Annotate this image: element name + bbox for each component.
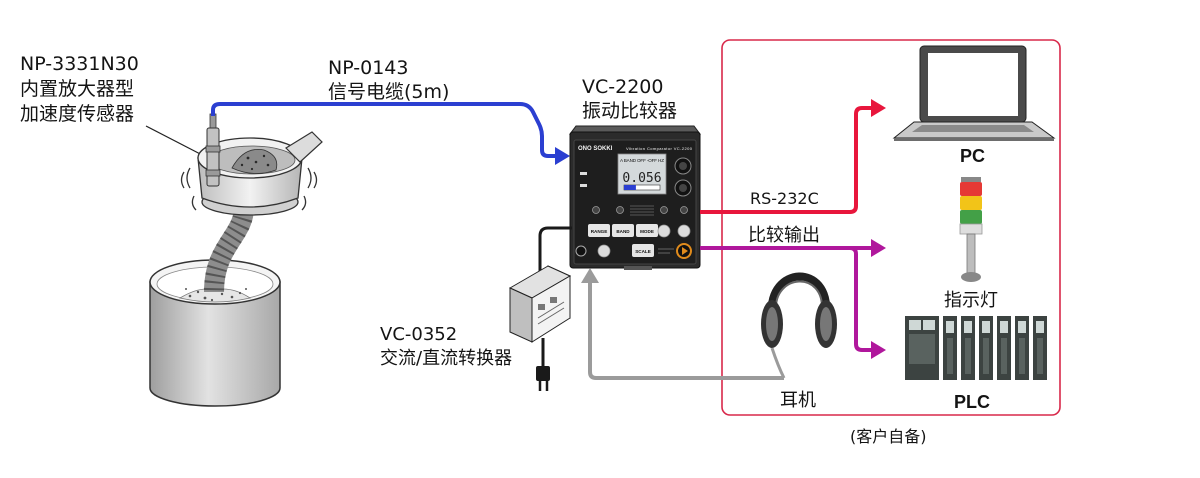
mode-button [636, 224, 658, 237]
range-button [588, 224, 610, 237]
round-button-left [657, 224, 671, 238]
rs232c-label: RS-232C [750, 189, 819, 208]
rs232c-line [700, 106, 872, 214]
ac-dc-adapter [508, 265, 572, 343]
indicator-label: 指示灯 [944, 290, 998, 311]
signal-cable-arrowhead [555, 147, 570, 165]
plc-label: PLC [954, 392, 990, 412]
scale-button-label: SCALE [635, 249, 651, 254]
status-led [580, 184, 587, 187]
headphones-label: 耳机 [780, 390, 816, 411]
audio-arrowhead [581, 268, 599, 283]
signal-cable-line [211, 102, 556, 158]
headphone-jack [575, 245, 587, 257]
sensor-desc-line2: 加速度传感器 [20, 103, 134, 125]
compare-output-arrowhead-top [871, 239, 886, 257]
adapter-model-label: VC-0352 [380, 324, 457, 345]
round-button-right [677, 224, 691, 238]
power-plug-icon [536, 366, 550, 391]
comparator-desc-label: 振动比较器 [582, 100, 677, 122]
sensor-leader-line [145, 125, 209, 159]
adapter-desc-label: 交流/直流转换器 [380, 348, 512, 369]
vc-2200-device: ONO SOKKI Vibration Comparator VC-2200 A… [569, 125, 701, 270]
sensor-desc-line1: 内置放大器型 [20, 78, 134, 100]
compare-output-label: 比较输出 [748, 225, 820, 246]
power-cable-to-device [538, 226, 572, 278]
plc-icon [905, 316, 1047, 380]
scale-button [632, 244, 654, 257]
panel-title: Vibration Comparator VC-2200 [626, 146, 693, 151]
compare-output-branch [849, 246, 872, 352]
display-status-line: A BAND OFF -OFF HZ [620, 158, 664, 163]
device-foot [624, 266, 652, 270]
alarm-led [580, 172, 587, 175]
customer-supplied-note: (客户自备) [850, 427, 927, 446]
band-button [612, 224, 634, 237]
vibrating-sieve-cup [197, 131, 323, 216]
cable-desc-label: 信号电缆(5m) [328, 81, 449, 103]
customer-equipment-box [721, 39, 1061, 416]
brand-logo: ONO SOKKI [578, 146, 613, 152]
signal-tower-icon [959, 177, 983, 282]
band-button-label: BAND [616, 229, 630, 234]
play-icon [682, 247, 688, 255]
headphones-icon [761, 272, 837, 379]
mute-button [597, 244, 611, 258]
mode-button-label: MODE [640, 229, 654, 234]
sensor-model-label: NP-3331N30 [20, 53, 139, 75]
display-value: 0.056 [622, 171, 661, 186]
cable-model-label: NP-0143 [328, 57, 408, 79]
accelerometer-sensor [205, 113, 221, 187]
audio-line [588, 282, 784, 380]
compare-output-arrowhead-plc [871, 341, 886, 359]
range-button-label: RANGE [591, 229, 608, 234]
rs232c-arrowhead [871, 99, 886, 117]
vibration-marks [180, 167, 318, 211]
speaker-grille [630, 205, 654, 216]
small-round-buttons [592, 206, 688, 214]
comparator-model-label: VC-2200 [582, 76, 663, 98]
display-level-fill [624, 185, 636, 190]
pc-label: PC [960, 146, 985, 166]
laptop-icon [892, 45, 1056, 141]
